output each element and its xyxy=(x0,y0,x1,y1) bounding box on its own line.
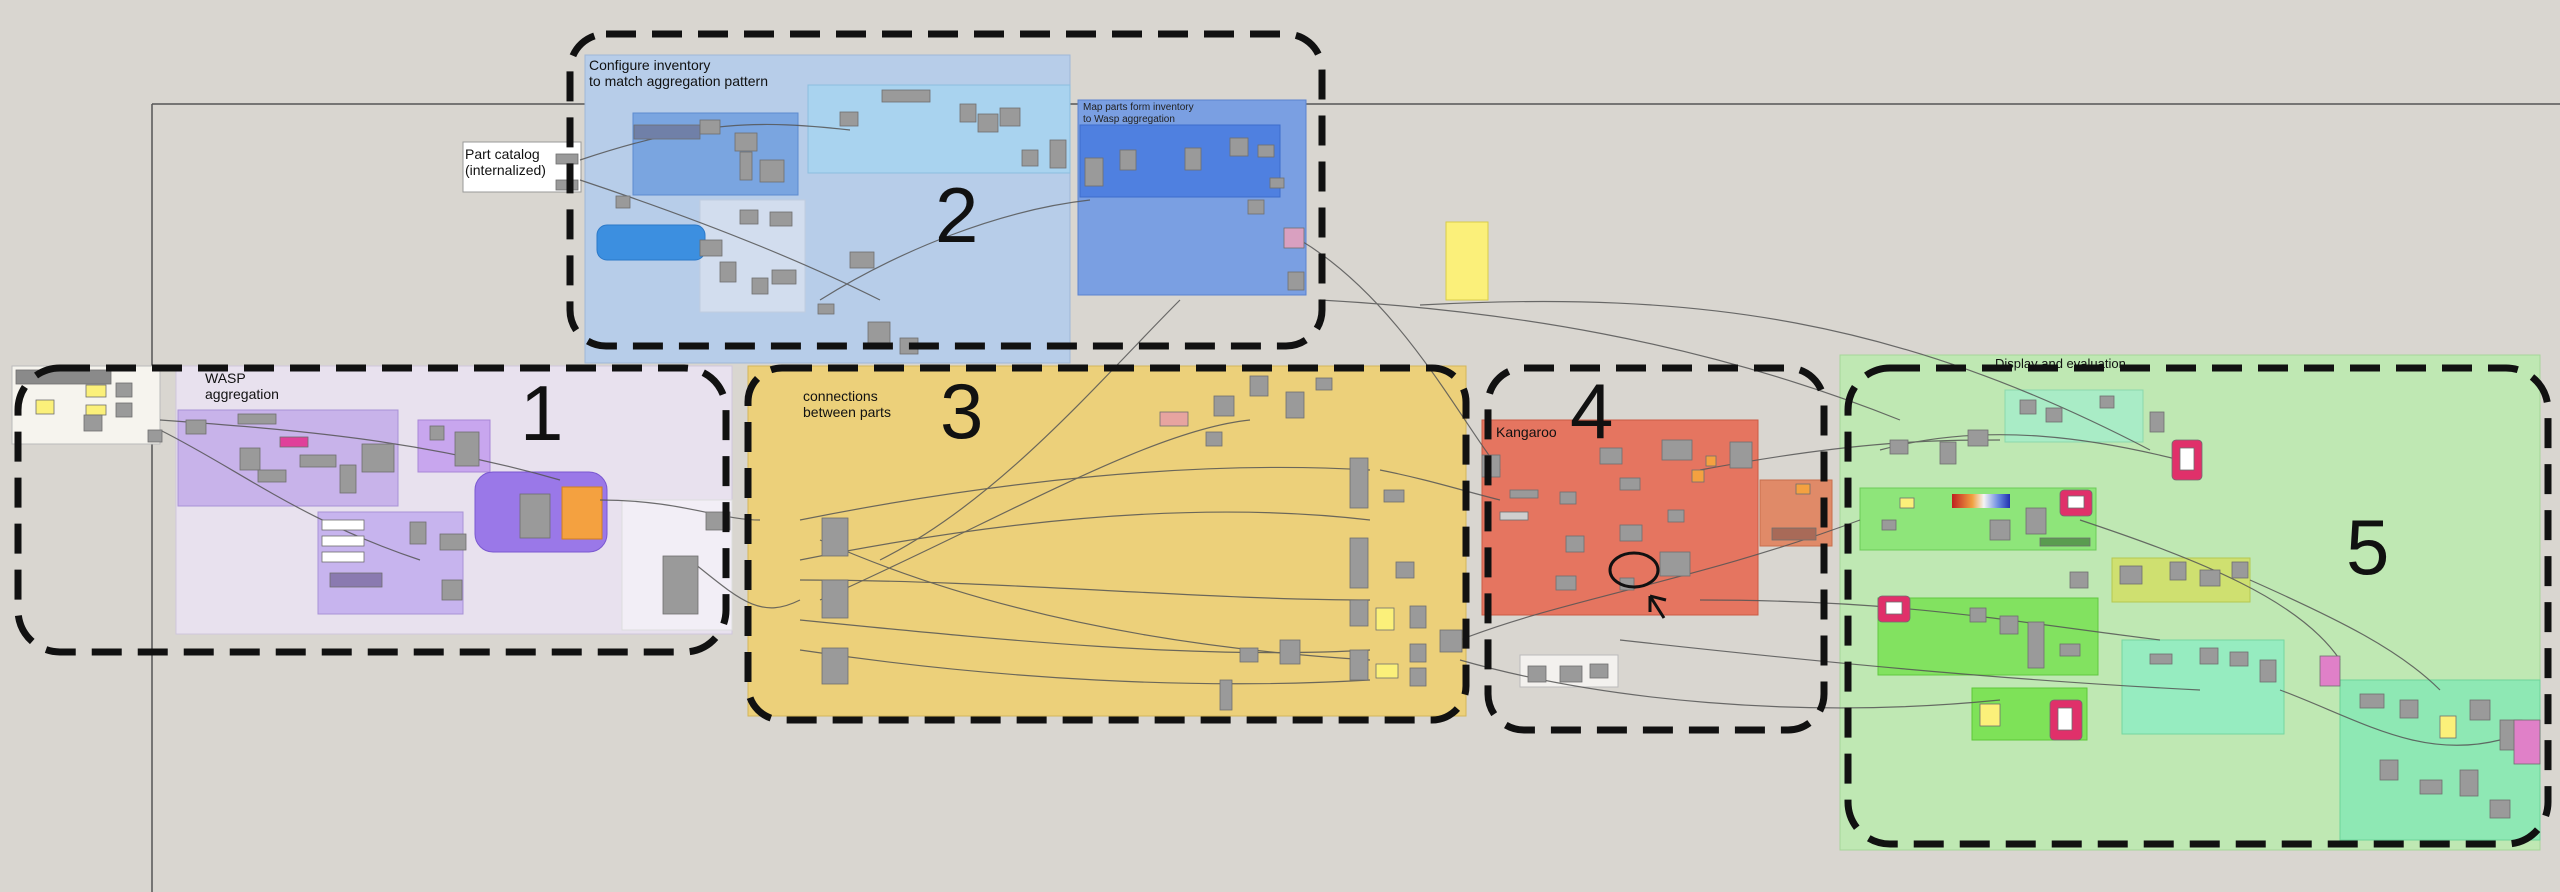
wasp-subgroup-a xyxy=(177,409,399,507)
inventory-group-label: Configure inventory to match aggregation… xyxy=(589,57,769,90)
section-number-3: 3 xyxy=(940,367,984,455)
connections-group-label: connections between parts xyxy=(803,388,891,421)
section-number-1: 1 xyxy=(520,369,564,457)
map-parts-subgroup xyxy=(1079,124,1281,198)
part-catalog-label: Part catalog (internalized) xyxy=(465,146,546,179)
yellow-panel[interactable] xyxy=(1445,221,1489,301)
section-5-outline xyxy=(1844,364,2552,848)
connections-group[interactable] xyxy=(747,365,1467,717)
display-subgroup-teal-top xyxy=(2004,389,2144,443)
section-1-outline xyxy=(14,364,730,656)
gradient-legend xyxy=(1952,494,2010,508)
section-4-outline xyxy=(1484,364,1828,734)
wasp-group-label: WASP aggregation xyxy=(205,370,279,403)
map-parts-group-label: Map parts form inventory to Wasp aggrega… xyxy=(1083,102,1194,125)
wasp-orange-component[interactable] xyxy=(561,486,603,540)
dashed-section-outlines xyxy=(14,30,2552,848)
section-number-2: 2 xyxy=(935,171,979,259)
blue-highlight-component[interactable] xyxy=(596,224,706,261)
section-number-5: 5 xyxy=(2346,503,2390,591)
section-3-outline xyxy=(744,364,1470,724)
components[interactable] xyxy=(15,89,2541,819)
display-subgroup-green-b xyxy=(1877,597,2099,676)
hand-drawn-annotation xyxy=(1608,551,1667,619)
kangaroo-group-label: Kangaroo xyxy=(1496,424,1557,440)
section-2-outline xyxy=(566,30,1326,350)
display-group-label: Display and evaluation xyxy=(1995,356,2126,371)
section-number-4: 4 xyxy=(1570,367,1614,455)
